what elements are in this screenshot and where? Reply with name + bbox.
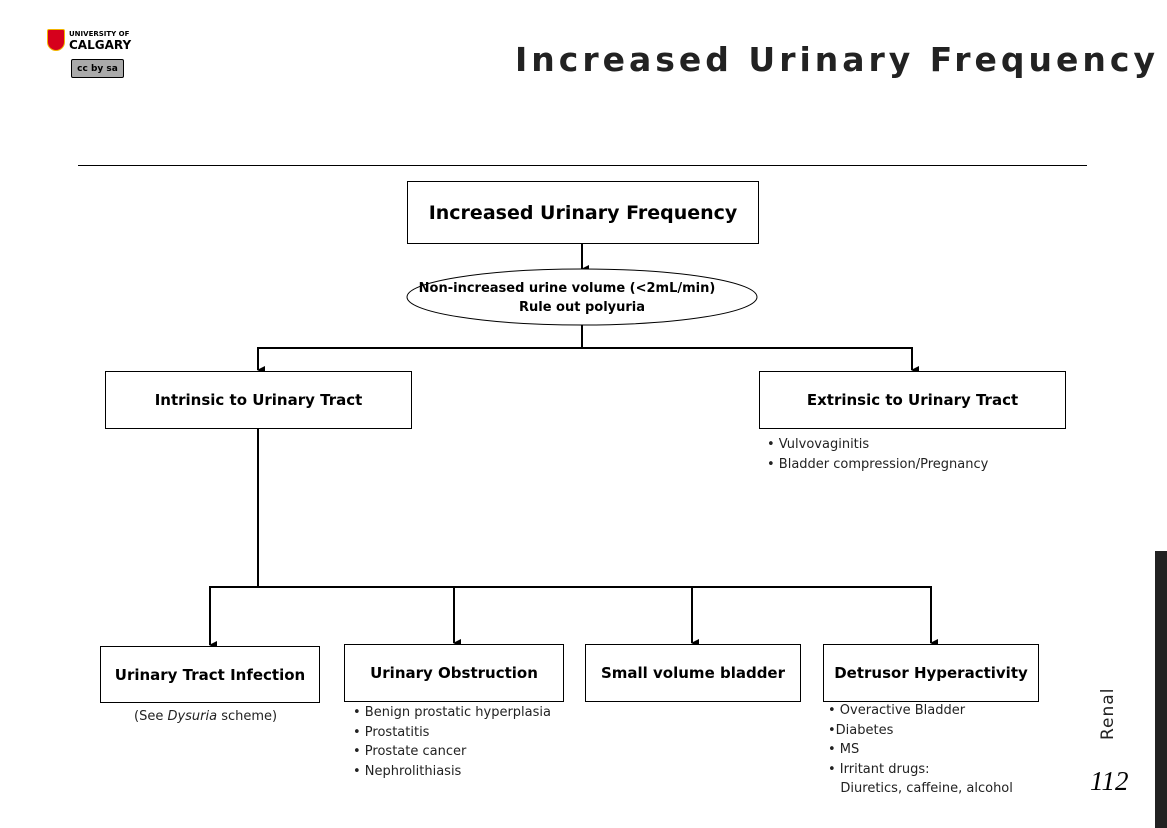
list-item: • Overactive Bladder: [828, 703, 966, 718]
list-item: • Bladder compression/Pregnancy: [767, 456, 989, 472]
arrow-to-extrinsic: [582, 347, 919, 374]
detrusor-list: • Overactive Bladder •Diabetes • MS • Ir…: [828, 701, 1013, 799]
extrinsic-list: • Vulvovaginitis • Bladder compression/P…: [767, 435, 988, 474]
list-item: • Benign prostatic hyperplasia: [353, 705, 551, 720]
arrow-to-intrinsic: [257, 325, 583, 374]
list-item: •Diabetes: [828, 722, 894, 738]
extrinsic-box: Extrinsic to Urinary Tract: [759, 371, 1066, 429]
university-logo: UNIVERSITY OF CALGARY: [47, 29, 131, 51]
shield-icon: [47, 29, 65, 51]
uti-note-prefix: (See: [134, 709, 168, 724]
cc-license-text: cc by sa: [77, 63, 118, 74]
extrinsic-label: Extrinsic to Urinary Tract: [806, 391, 1019, 409]
ellipse-line2: Rule out polyuria: [518, 300, 646, 315]
intrinsic-label: Intrinsic to Urinary Tract: [154, 391, 363, 409]
detrusor-label: Detrusor Hyperactivity: [834, 664, 1028, 682]
small-bladder-label: Small volume bladder: [600, 664, 786, 682]
obstruction-list: • Benign prostatic hyperplasia • Prostat…: [353, 703, 551, 781]
list-item: • Prostate cancer: [353, 744, 467, 759]
page-title: Increased Urinary Frequency: [515, 40, 1159, 79]
section-label: Renal: [1098, 687, 1118, 740]
logo-line1: UNIVERSITY OF: [69, 30, 130, 38]
list-item: • Vulvovaginitis: [767, 437, 870, 452]
logo-line2: CALGARY: [69, 38, 132, 52]
root-label: Increased Urinary Frequency: [428, 201, 738, 224]
list-item: • Nephrolithiasis: [353, 763, 462, 779]
uti-box: Urinary Tract Infection: [100, 646, 320, 703]
root-box: Increased Urinary Frequency: [407, 181, 759, 244]
uti-label: Urinary Tract Infection: [114, 665, 306, 684]
header-divider: [78, 165, 1087, 166]
page-number: 112: [1090, 766, 1129, 796]
uti-note: (See Dysuria scheme): [134, 707, 277, 727]
list-item: • MS: [828, 742, 860, 757]
arrow-to-uti: [209, 428, 259, 649]
small-bladder-box: Small volume bladder: [585, 644, 801, 702]
uti-note-suffix: scheme): [217, 709, 278, 724]
obstruction-label: Urinary Obstruction: [370, 664, 538, 682]
dysuria-link-text: Dysuria: [167, 709, 218, 724]
detrusor-box: Detrusor Hyperactivity: [823, 644, 1039, 702]
polyuria-ellipse: [406, 268, 758, 326]
section-tab-bar: [1155, 551, 1167, 828]
ellipse-text: Non-increased urine volume (<2mL/min) Ru…: [407, 279, 757, 317]
list-item: Diuretics, caffeine, alcohol: [828, 781, 1013, 796]
arrow-to-detrusor: [258, 586, 938, 647]
intrinsic-box: Intrinsic to Urinary Tract: [105, 371, 412, 429]
obstruction-box: Urinary Obstruction: [344, 644, 564, 702]
cc-license-badge: cc by sa: [71, 59, 124, 78]
list-item: • Prostatitis: [353, 724, 430, 740]
ellipse-line1: Non-increased urine volume (<2mL/min): [418, 281, 716, 296]
list-item: • Irritant drugs:: [828, 761, 930, 777]
